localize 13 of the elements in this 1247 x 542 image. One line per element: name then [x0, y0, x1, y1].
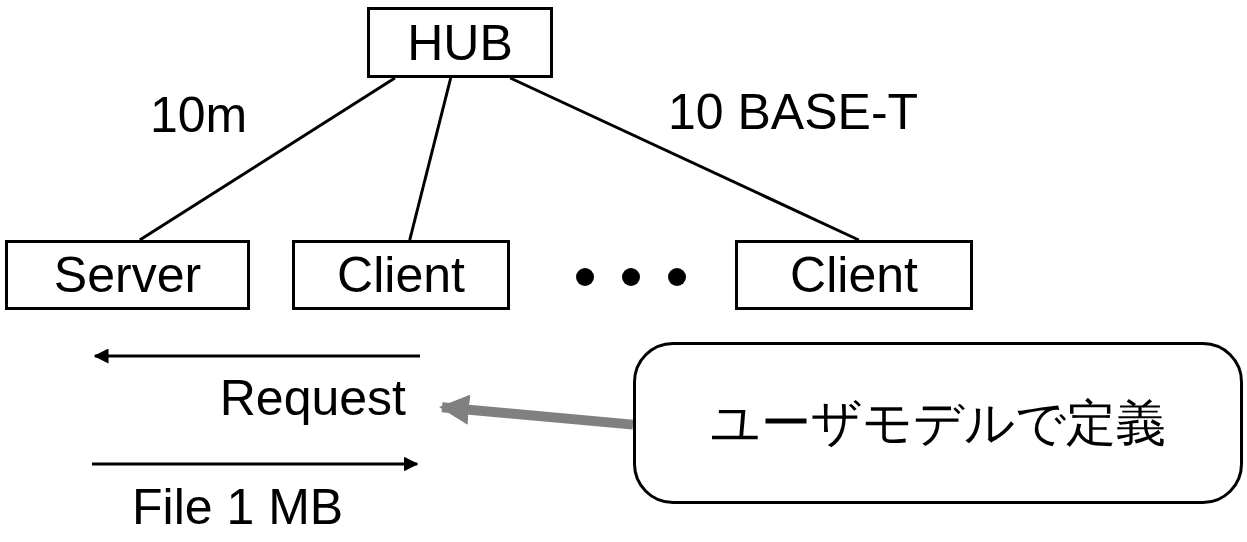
length-label: 10m	[150, 90, 248, 140]
device-box: Server	[5, 240, 250, 310]
connection-line	[138, 76, 396, 242]
callout-box: ユーザモデルで定義	[633, 342, 1243, 504]
device-box: Client	[292, 240, 510, 310]
device-box: HUB	[367, 7, 553, 78]
arrow	[439, 394, 634, 430]
message-label: File 1 MB	[132, 482, 344, 532]
connection-line	[408, 77, 453, 241]
message-label: Request	[160, 365, 442, 430]
cable-label: 10 BASE-T	[668, 87, 919, 137]
device-box: Client	[735, 240, 973, 310]
connection-line	[509, 76, 860, 242]
